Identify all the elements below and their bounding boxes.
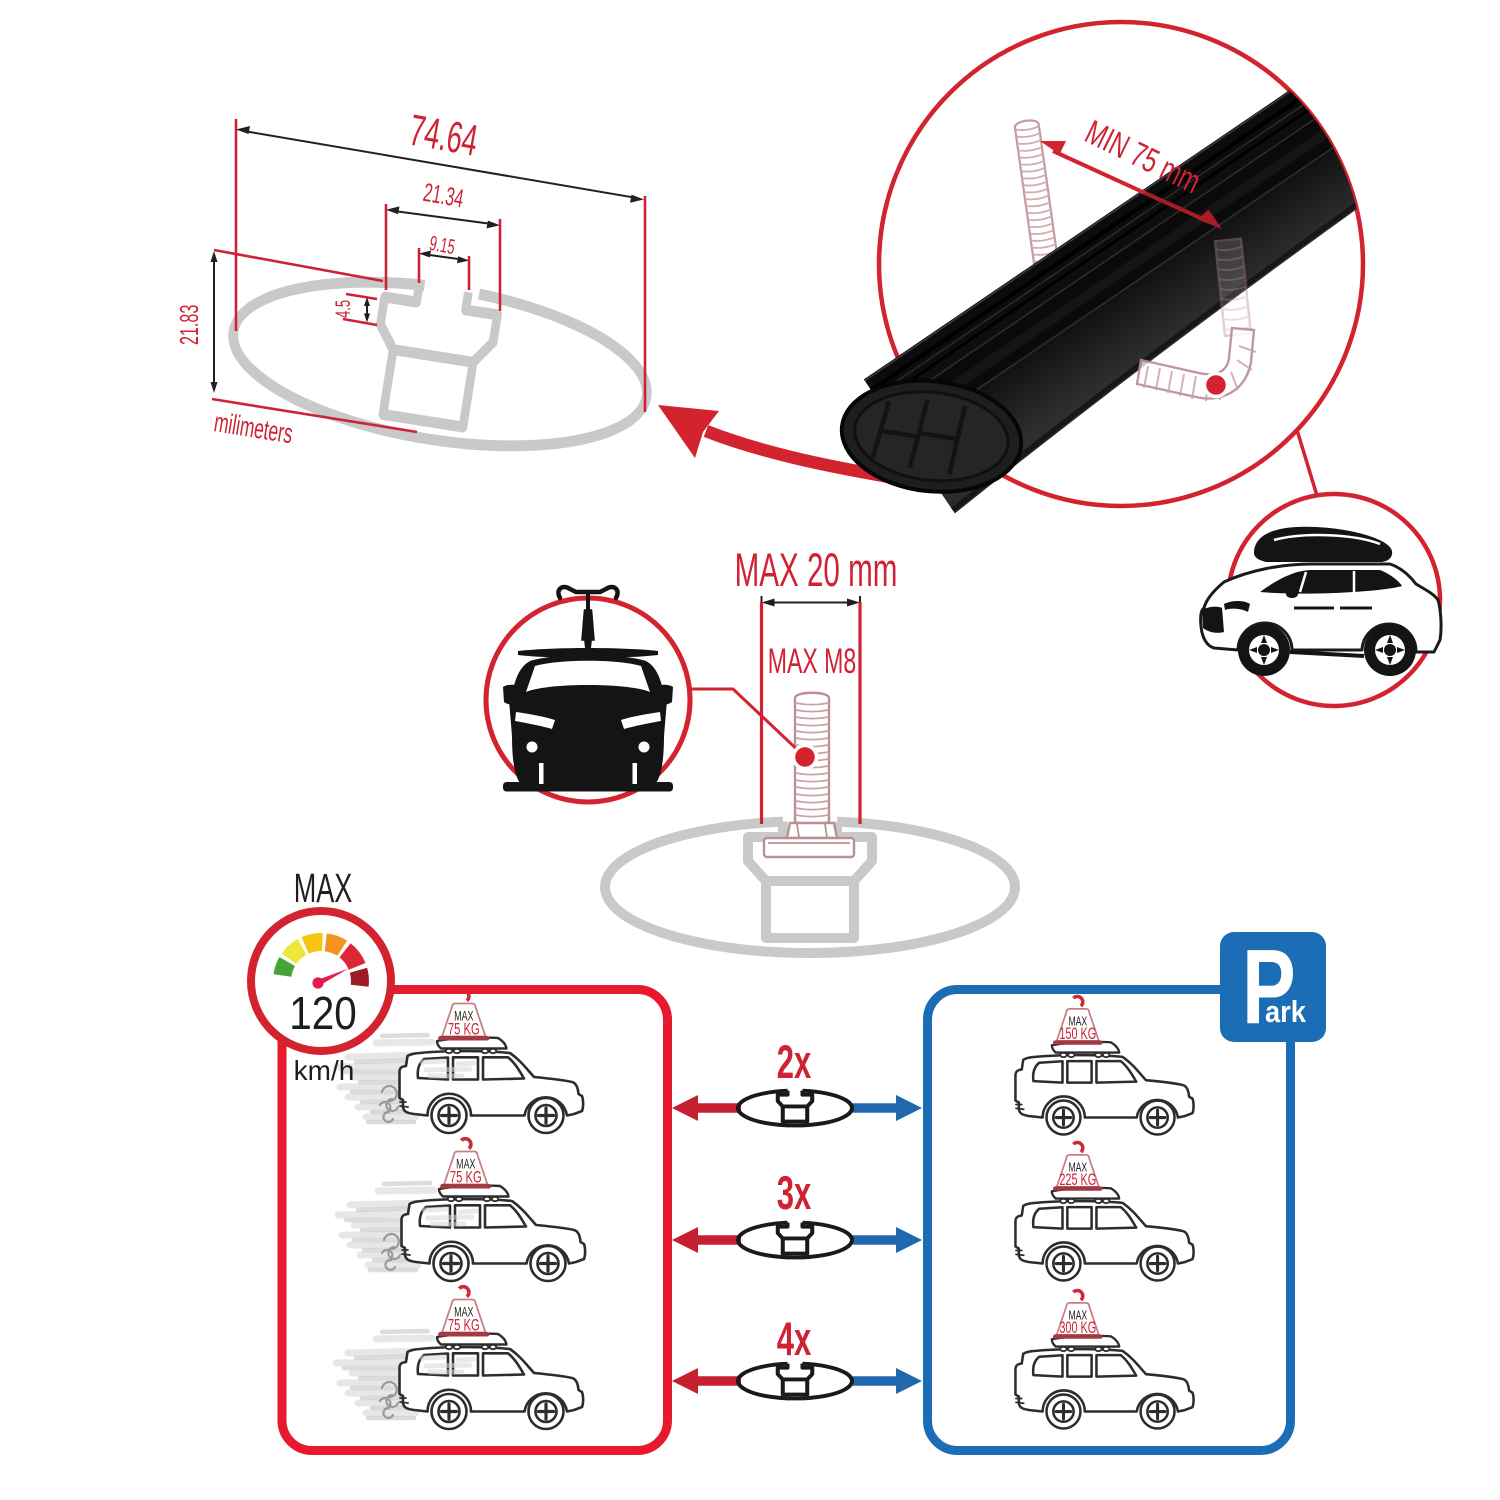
svg-text:75 KG: 75 KG [450,1168,482,1187]
svg-text:21.34: 21.34 [421,177,466,214]
svg-text:3x: 3x [777,1168,811,1220]
svg-text:km/h: km/h [294,1055,355,1086]
svg-text:MAX: MAX [456,1158,476,1172]
svg-text:MAX: MAX [1068,1161,1087,1175]
svg-text:ark: ark [1265,995,1307,1029]
svg-text:MAX: MAX [1068,1309,1087,1323]
svg-text:150 KG: 150 KG [1059,1024,1096,1043]
svg-text:75 KG: 75 KG [448,1020,480,1039]
svg-text:9.15: 9.15 [428,231,457,259]
svg-text:P: P [1242,927,1296,1045]
svg-text:MAX 20 mm: MAX 20 mm [735,544,898,597]
svg-text:21.83: 21.83 [174,305,204,345]
svg-text:MAX: MAX [1068,1015,1087,1029]
svg-text:300 KG: 300 KG [1059,1318,1096,1337]
svg-text:MAX: MAX [294,867,353,912]
svg-text:MAX: MAX [454,1306,474,1320]
svg-text:2x: 2x [777,1037,811,1089]
svg-text:75 KG: 75 KG [448,1316,480,1335]
svg-text:MAX: MAX [454,1010,474,1024]
svg-text:74.64: 74.64 [406,105,482,165]
svg-text:MAX M8: MAX M8 [768,642,857,681]
svg-text:4x: 4x [777,1314,811,1366]
svg-text:120: 120 [289,989,357,1040]
svg-text:225 KG: 225 KG [1059,1170,1096,1189]
svg-text:4.5: 4.5 [331,300,355,318]
